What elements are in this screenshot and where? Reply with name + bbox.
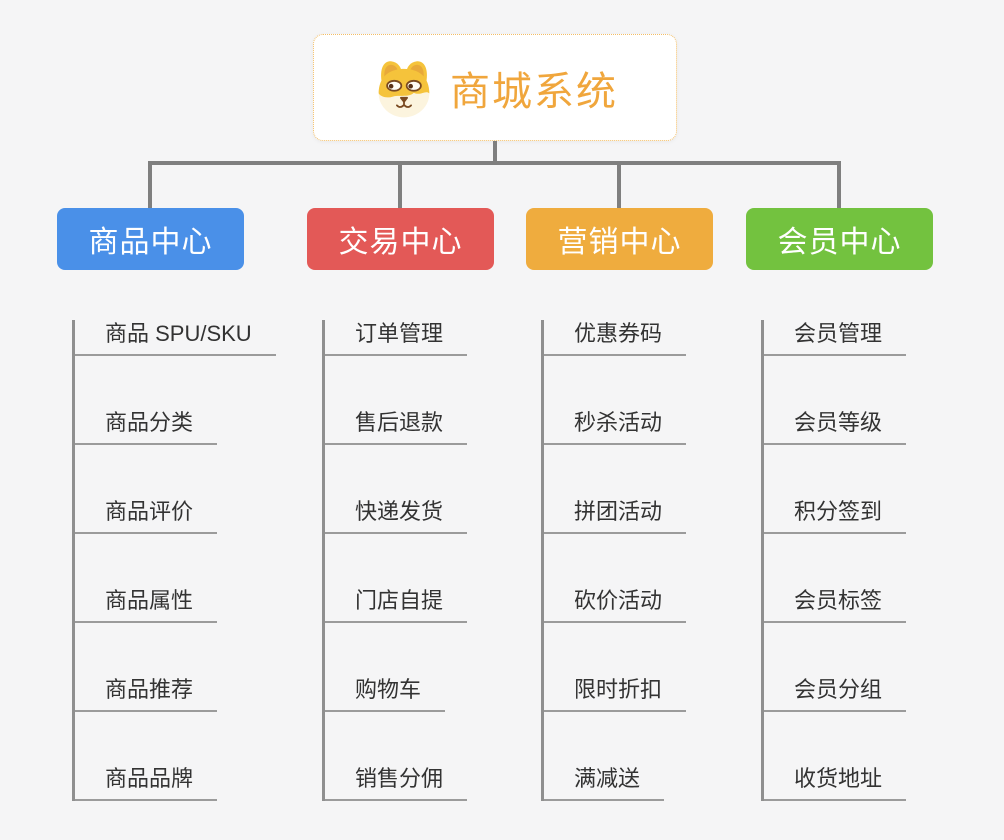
branch-items: 订单管理售后退款快递发货门店自提购物车销售分佣 bbox=[322, 320, 468, 801]
topic-item[interactable]: 商品属性 bbox=[75, 587, 218, 623]
topic-item[interactable]: 快递发货 bbox=[325, 498, 468, 534]
topic-item[interactable]: 销售分佣 bbox=[325, 765, 468, 801]
branch-2: 交易中心 订单管理售后退款快递发货门店自提购物车销售分佣 bbox=[307, 161, 494, 801]
root-title: 商城系统 bbox=[450, 69, 618, 114]
branch-label: 会员中心 bbox=[777, 226, 902, 259]
topic-item[interactable]: 积分签到 bbox=[764, 498, 907, 534]
connector-drop-line bbox=[837, 161, 841, 208]
topic-item[interactable]: 商品品牌 bbox=[75, 765, 218, 801]
topic-item[interactable]: 拼团活动 bbox=[544, 498, 687, 534]
topic-item[interactable]: 秒杀活动 bbox=[544, 409, 687, 445]
topic-item[interactable]: 会员等级 bbox=[764, 409, 907, 445]
branch-header[interactable]: 交易中心 bbox=[307, 208, 494, 270]
topic-item[interactable]: 订单管理 bbox=[325, 320, 468, 356]
topic-item[interactable]: 商品推荐 bbox=[75, 676, 218, 712]
topic-item[interactable]: 会员标签 bbox=[764, 587, 907, 623]
connector-drop-line bbox=[617, 161, 621, 208]
branch-items: 商品 SPU/SKU 商品分类商品评价商品属性商品推荐商品品牌 bbox=[72, 320, 276, 801]
topic-item[interactable]: 会员分组 bbox=[764, 676, 907, 712]
dog-face-icon bbox=[372, 56, 436, 120]
topic-item[interactable]: 购物车 bbox=[325, 676, 446, 712]
branch-3: 营销中心 优惠券码秒杀活动拼团活动砍价活动限时折扣满减送 bbox=[526, 161, 713, 801]
branch-header[interactable]: 营销中心 bbox=[526, 208, 713, 270]
connector-horizontal-line bbox=[148, 161, 841, 165]
topic-item[interactable]: 商品评价 bbox=[75, 498, 218, 534]
branch-header[interactable]: 会员中心 bbox=[746, 208, 933, 270]
topic-item[interactable]: 售后退款 bbox=[325, 409, 468, 445]
topic-item[interactable]: 会员管理 bbox=[764, 320, 907, 356]
topic-item[interactable]: 收货地址 bbox=[764, 765, 907, 801]
topic-item[interactable]: 砍价活动 bbox=[544, 587, 687, 623]
topic-item[interactable]: 商品 SPU/SKU bbox=[75, 320, 276, 356]
branch-1: 商品中心 商品 SPU/SKU 商品分类商品评价商品属性商品推荐商品品牌 bbox=[57, 161, 276, 801]
topic-item[interactable]: 优惠券码 bbox=[544, 320, 687, 356]
topic-item[interactable]: 商品分类 bbox=[75, 409, 218, 445]
branch-label: 营销中心 bbox=[557, 226, 682, 259]
topic-item[interactable]: 限时折扣 bbox=[544, 676, 687, 712]
root-node[interactable]: 商城系统 bbox=[313, 34, 677, 141]
connector-drop-line bbox=[148, 161, 152, 208]
topic-item[interactable]: 门店自提 bbox=[325, 587, 468, 623]
branch-items: 会员管理会员等级积分签到会员标签会员分组收货地址 bbox=[761, 320, 907, 801]
connector-root-stem bbox=[493, 141, 497, 165]
topic-item[interactable]: 满减送 bbox=[544, 765, 665, 801]
branch-4: 会员中心 会员管理会员等级积分签到会员标签会员分组收货地址 bbox=[746, 161, 933, 801]
branch-label: 商品中心 bbox=[88, 226, 213, 259]
branch-header[interactable]: 商品中心 bbox=[57, 208, 244, 270]
connector-drop-line bbox=[398, 161, 402, 208]
branch-items: 优惠券码秒杀活动拼团活动砍价活动限时折扣满减送 bbox=[541, 320, 687, 801]
branch-label: 交易中心 bbox=[338, 226, 463, 259]
